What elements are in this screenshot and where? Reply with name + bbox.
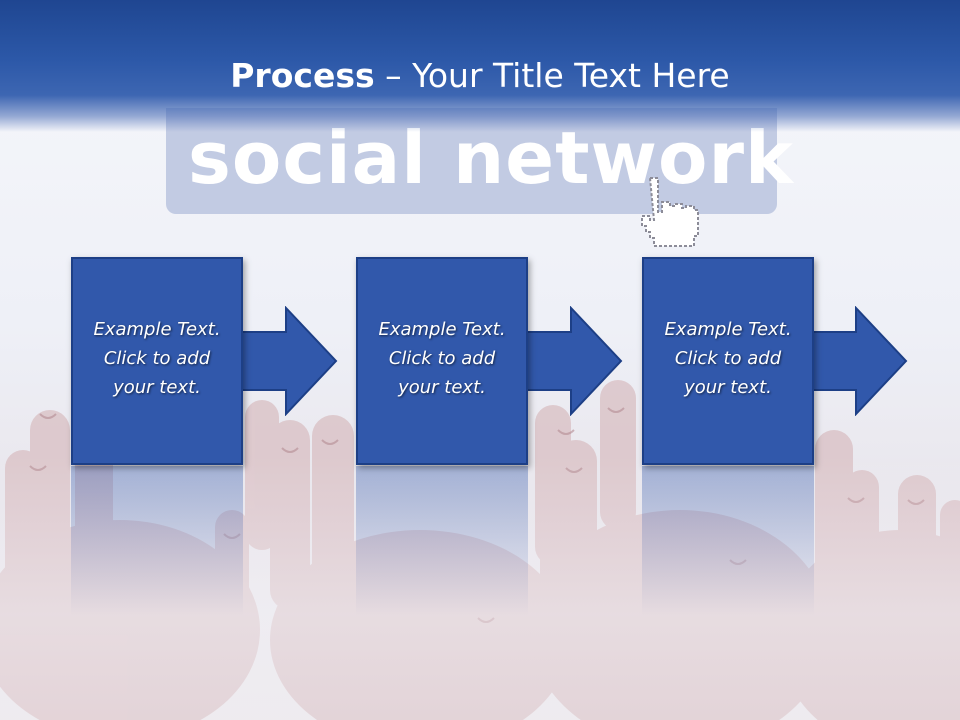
step-2-reflection [356, 466, 528, 616]
step-3-reflection [642, 466, 814, 616]
step-3-line1: Example Text. [664, 319, 792, 340]
title-rest: – Your Title Text Here [374, 56, 730, 95]
step-1-reflection [71, 466, 243, 616]
step-1-text[interactable]: Example Text. Click to add your text. [73, 315, 241, 402]
right-arrow-icon [241, 306, 338, 416]
right-arrow-icon [526, 306, 623, 416]
step-1-line2: Click to add [103, 348, 211, 369]
right-arrow-icon [811, 306, 908, 416]
step-3-text[interactable]: Example Text. Click to add your text. [644, 315, 812, 402]
step-2-box[interactable]: Example Text. Click to add your text. [356, 257, 528, 465]
page-title[interactable]: Process – Your Title Text Here [0, 54, 960, 98]
step-1-box[interactable]: Example Text. Click to add your text. [71, 257, 243, 465]
step-3-line2: Click to add [674, 348, 782, 369]
step-2-line2: Click to add [388, 348, 496, 369]
step-1-line1: Example Text. [93, 319, 221, 340]
hand-pointer-icon [641, 177, 699, 247]
photo-fade-overlay [0, 455, 960, 720]
header-bar [0, 0, 960, 132]
title-bold: Process [230, 56, 375, 95]
step-3-line3: your text. [684, 377, 772, 398]
step-2-line1: Example Text. [378, 319, 506, 340]
step-2-line3: your text. [398, 377, 486, 398]
step-2-text[interactable]: Example Text. Click to add your text. [358, 315, 526, 402]
step-1-line3: your text. [113, 377, 201, 398]
background-hands-image [0, 380, 960, 720]
step-3-box[interactable]: Example Text. Click to add your text. [642, 257, 814, 465]
